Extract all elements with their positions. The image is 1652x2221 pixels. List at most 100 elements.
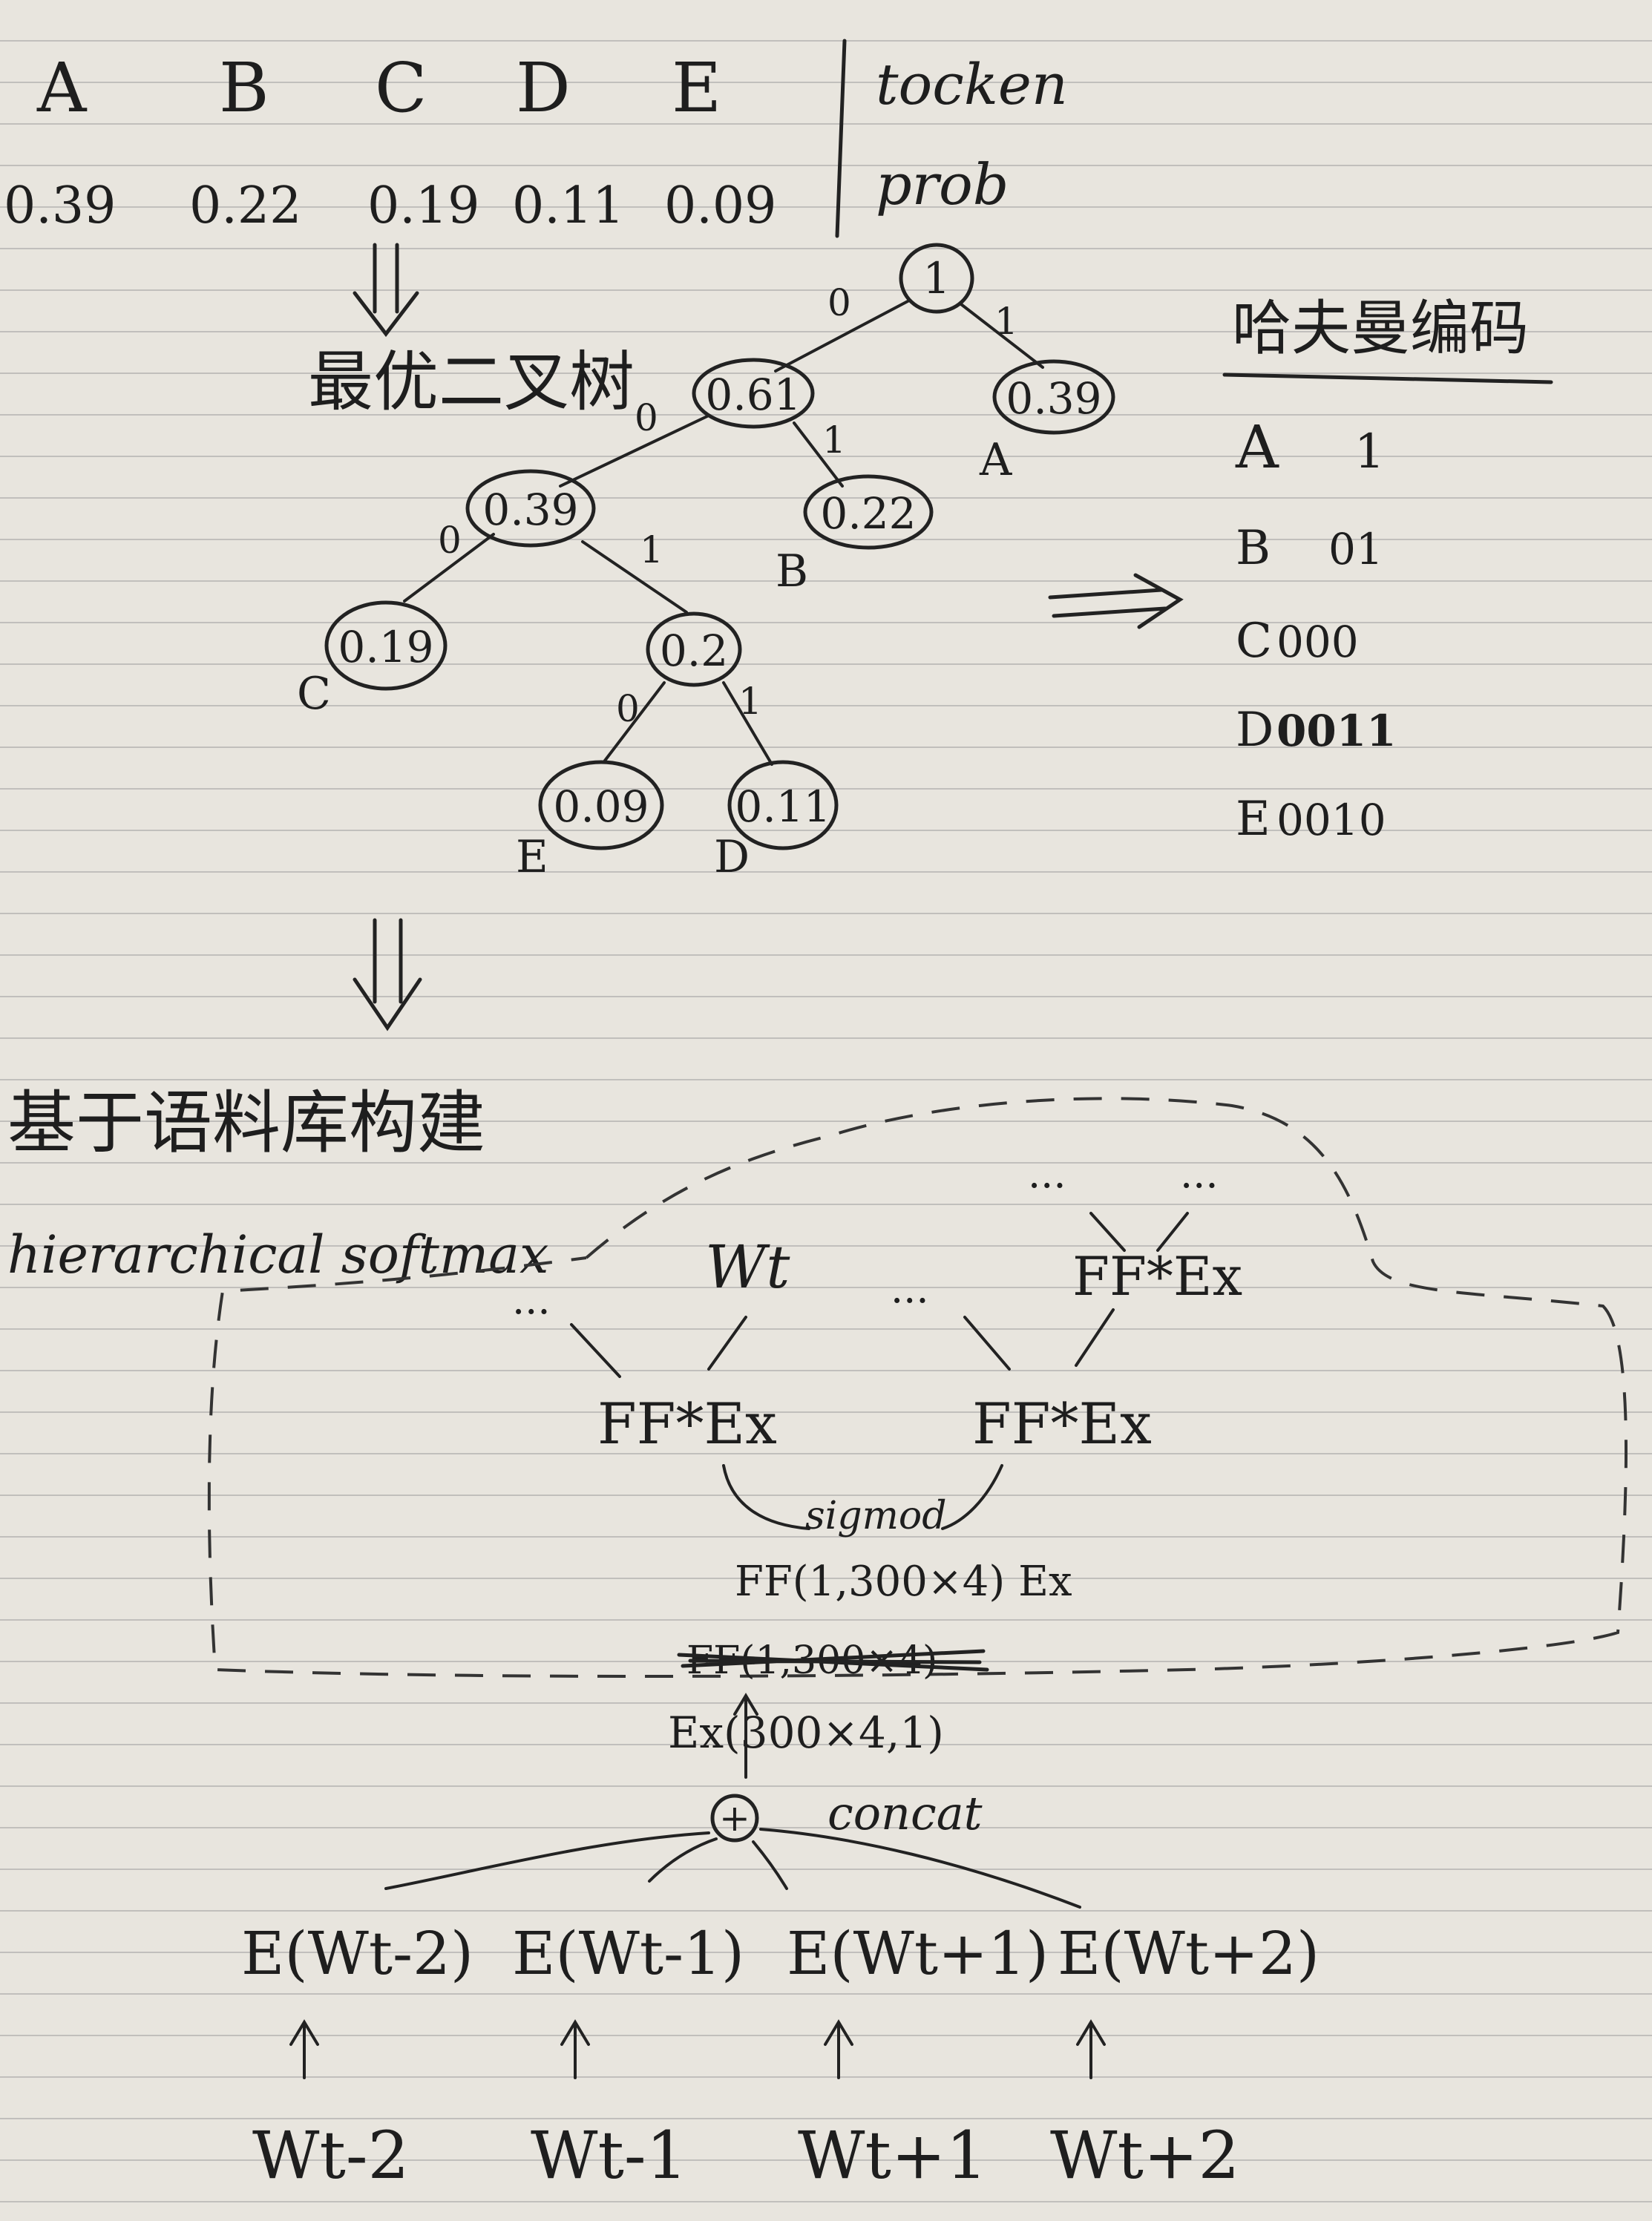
prob-c: 0.19 bbox=[367, 177, 479, 235]
arrow-up-head bbox=[289, 2019, 319, 2046]
label-token: tocken bbox=[876, 51, 1068, 117]
code-value: 0011 bbox=[1276, 706, 1396, 756]
edge-039-left bbox=[403, 533, 495, 603]
node-value: 0.19 bbox=[338, 622, 433, 672]
edge-label: 1 bbox=[994, 300, 1018, 343]
tree-node-b bbox=[803, 474, 934, 550]
tree-node-c bbox=[324, 600, 448, 691]
ff-matrix: FF(1,300×4) Ex bbox=[735, 1558, 1072, 1606]
ellipsis: ... bbox=[1028, 1150, 1066, 1197]
edge-root-right bbox=[960, 303, 1044, 369]
context-word: Wt+2 bbox=[1050, 2117, 1240, 2194]
title-underline bbox=[1222, 373, 1553, 384]
edge-label: 1 bbox=[738, 680, 762, 723]
prob-b: 0.22 bbox=[189, 177, 301, 235]
code-token: D bbox=[1236, 703, 1274, 758]
arrow-up-head bbox=[733, 1693, 758, 1716]
token-a: A bbox=[36, 48, 88, 128]
code-value: 1 bbox=[1354, 424, 1385, 479]
edge-039-right bbox=[581, 540, 688, 614]
edge bbox=[707, 1316, 747, 1371]
node-value: 0.39 bbox=[482, 485, 578, 535]
node-value: 0.09 bbox=[553, 781, 649, 832]
edge-02-right bbox=[722, 681, 773, 766]
prob-a: 0.39 bbox=[4, 177, 116, 235]
embedding: E(Wt-1) bbox=[512, 1919, 744, 1988]
token-prob-table: A B C D E 0.39 0.22 0.19 0.11 0.09 tocke… bbox=[4, 39, 1068, 238]
concat-node bbox=[710, 1794, 759, 1843]
embedding: E(Wt-2) bbox=[241, 1919, 473, 1988]
huffman-title: 哈夫曼编码 bbox=[1232, 294, 1529, 363]
ff-ex-upper: FF*Ex bbox=[1072, 1245, 1242, 1308]
edge-061-left bbox=[559, 414, 710, 488]
label-prob: prob bbox=[876, 151, 1009, 217]
node-value: 1 bbox=[923, 253, 951, 304]
tree-node-a bbox=[992, 359, 1115, 435]
embedding: E(Wt+1) bbox=[787, 1919, 1049, 1988]
edge-label: 0 bbox=[616, 687, 640, 730]
token-e: E bbox=[672, 48, 721, 128]
section-title: 基于语料库构建 bbox=[7, 1083, 485, 1163]
edge-061-right bbox=[793, 421, 844, 488]
edge bbox=[570, 1323, 621, 1378]
tree-node-root bbox=[899, 243, 974, 314]
edge bbox=[941, 1464, 1003, 1530]
context-word: Wt+1 bbox=[798, 2117, 988, 2194]
arrow-up-head bbox=[824, 2019, 853, 2046]
concat-arrow bbox=[752, 1840, 788, 1890]
concat-label: concat bbox=[827, 1786, 983, 1840]
concat-arrow bbox=[648, 1837, 718, 1883]
prob-d: 0.11 bbox=[512, 177, 624, 235]
double-right-arrow-icon bbox=[1048, 573, 1184, 629]
node-value: 0.2 bbox=[660, 626, 728, 676]
edge-label: 0 bbox=[827, 281, 851, 324]
huffman-code-table: 哈夫曼编码 A 1 B 01 C 000 D 0011 E 0010 bbox=[1222, 294, 1553, 847]
ellipsis: ... bbox=[1180, 1150, 1219, 1197]
tree-node-02 bbox=[646, 611, 742, 687]
edge-02-left bbox=[603, 681, 666, 762]
tree-node-061 bbox=[692, 358, 815, 429]
concat-arrow bbox=[759, 1828, 1081, 1909]
edge bbox=[722, 1464, 810, 1530]
ff-ex-left: FF*Ex bbox=[597, 1391, 777, 1457]
embedding: E(Wt+2) bbox=[1058, 1919, 1320, 1988]
code-value: 0010 bbox=[1276, 795, 1386, 845]
hierarchical-softmax-region bbox=[207, 1097, 1628, 1678]
edge bbox=[1156, 1212, 1189, 1252]
token-c: C bbox=[375, 48, 427, 128]
edge bbox=[1089, 1212, 1126, 1252]
leaf-label-a: A bbox=[979, 434, 1012, 486]
edge bbox=[963, 1316, 1011, 1371]
concat-symbol: + bbox=[719, 1797, 750, 1840]
double-down-arrow-icon bbox=[353, 243, 419, 338]
edge-label: 1 bbox=[822, 419, 846, 462]
double-down-arrow-icon bbox=[353, 918, 422, 1031]
tree-title: 最优二叉树 bbox=[308, 344, 635, 420]
code-value: 01 bbox=[1328, 524, 1383, 574]
crossed-out-text: FF(1,300×4) bbox=[677, 1638, 989, 1683]
softmax-network: ... ... FF*Ex Wt ... ... FF*Ex FF*Ex sig… bbox=[241, 1150, 1320, 2194]
edge-label: 0 bbox=[635, 396, 658, 439]
node-value: 0.61 bbox=[705, 370, 801, 420]
arrow-up-head bbox=[560, 2019, 590, 2046]
token-b: B bbox=[219, 48, 269, 128]
leaf-label-c: C bbox=[297, 668, 331, 720]
code-token: B bbox=[1236, 521, 1271, 576]
arrow-up-head bbox=[1076, 2019, 1106, 2046]
huffman-tree: 0 1 0 1 0 1 0 1 1 0.61 0.39 A 0.39 0.22 … bbox=[297, 243, 1115, 883]
dashed-boundary bbox=[207, 1097, 1628, 1678]
code-value: 000 bbox=[1276, 617, 1359, 667]
node-value: 0.11 bbox=[735, 781, 830, 832]
leaf-label-e: E bbox=[516, 831, 548, 883]
edge bbox=[1075, 1308, 1115, 1367]
node-value: 0.39 bbox=[1006, 373, 1101, 424]
node-value: 0.22 bbox=[820, 488, 916, 539]
scribble bbox=[677, 1649, 989, 1672]
target-word: Wt bbox=[705, 1233, 790, 1302]
tree-node-039 bbox=[465, 469, 596, 548]
context-word: Wt-2 bbox=[252, 2117, 410, 2194]
tree-node-e bbox=[538, 760, 664, 850]
edge-label: 1 bbox=[640, 528, 663, 571]
